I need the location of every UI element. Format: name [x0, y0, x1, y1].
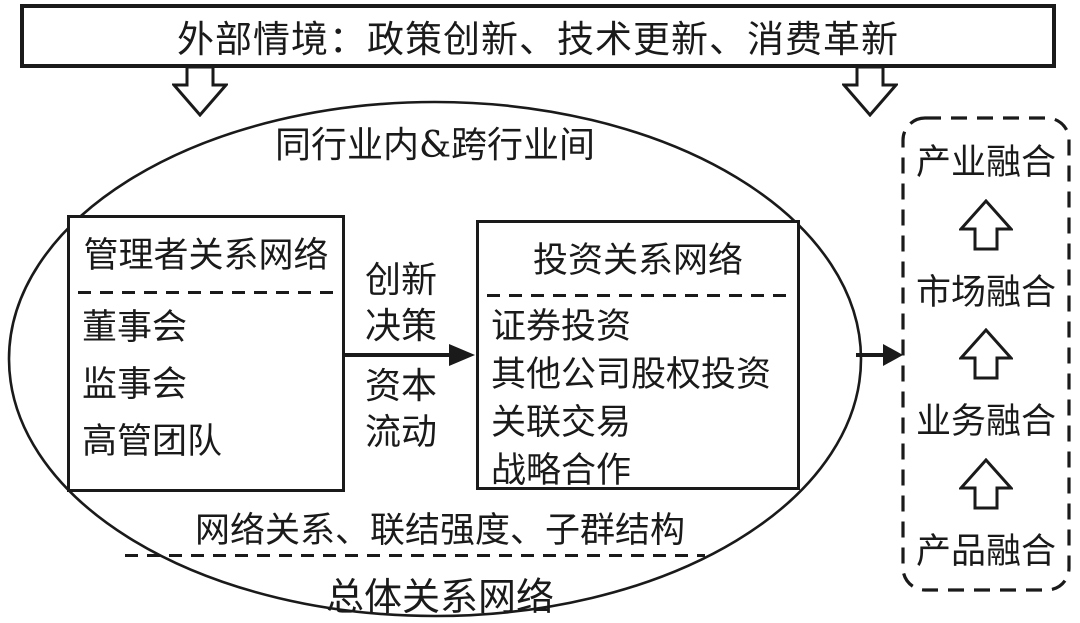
- investment-network-box: 投资关系网络 证券投资 其他公司股权投资 关联交易 战略合作: [476, 220, 800, 491]
- ellipse-top-label: 同行业内&跨行业间: [274, 125, 596, 166]
- fusion-item-business: 业务融合: [915, 402, 1056, 443]
- output-arrow-icon: [856, 344, 903, 366]
- flow-label-innovation-decision: 创新 决策: [364, 260, 437, 347]
- investment-network-title: 投资关系网络: [532, 241, 743, 281]
- fusion-panel: 产业融合 市场融合 业务融合 产品融合: [900, 115, 1072, 593]
- investment-item-securities: 证券投资: [491, 307, 632, 347]
- investment-item-strategic-cooperation: 战略合作: [491, 451, 632, 491]
- up-arrow-icon: [959, 328, 1013, 380]
- fusion-item-market: 市场融合: [915, 272, 1056, 313]
- innovation-flow-arrow-icon: [345, 344, 475, 366]
- up-arrow-icon: [959, 457, 1013, 509]
- up-arrow-icon: [959, 198, 1013, 250]
- manager-item-board: 董事会: [82, 308, 188, 348]
- manager-item-supervisors: 监事会: [82, 365, 188, 405]
- manager-network-box: 管理者关系网络 董事会 监事会 高管团队: [67, 215, 345, 492]
- overall-network-label: 总体关系网络: [325, 575, 554, 619]
- manager-item-executives: 高管团队: [82, 422, 223, 462]
- down-arrow-icon: [842, 67, 898, 117]
- flow-label-capital-flow: 资本 流动: [364, 366, 437, 453]
- fusion-panel-content: 产业融合 市场融合 业务融合 产品融合: [906, 121, 1066, 587]
- investment-network-items: 证券投资 其他公司股权投资 关联交易 战略合作: [479, 297, 797, 495]
- external-context-banner: 外部情境：政策创新、技术更新、消费革新: [20, 4, 1056, 68]
- investment-network-separator: [487, 294, 789, 297]
- external-context-text: 外部情境：政策创新、技术更新、消费革新: [177, 18, 899, 61]
- investment-item-related-transactions: 关联交易: [491, 403, 632, 443]
- down-arrow-icon: [172, 67, 228, 117]
- fusion-panel-border: [901, 116, 1071, 592]
- network-factors-label: 网络关系、联结强度、子群结构: [194, 511, 685, 551]
- investment-item-equity: 其他公司股权投资: [491, 355, 772, 395]
- fusion-item-product: 产品融合: [915, 531, 1056, 572]
- manager-network-separator: [78, 291, 334, 294]
- manager-network-items: 董事会 监事会 高管团队: [70, 294, 342, 471]
- ellipse-bottom-separator: [125, 554, 705, 557]
- fusion-item-industry: 产业融合: [915, 143, 1056, 184]
- manager-network-title: 管理者关系网络: [83, 236, 329, 276]
